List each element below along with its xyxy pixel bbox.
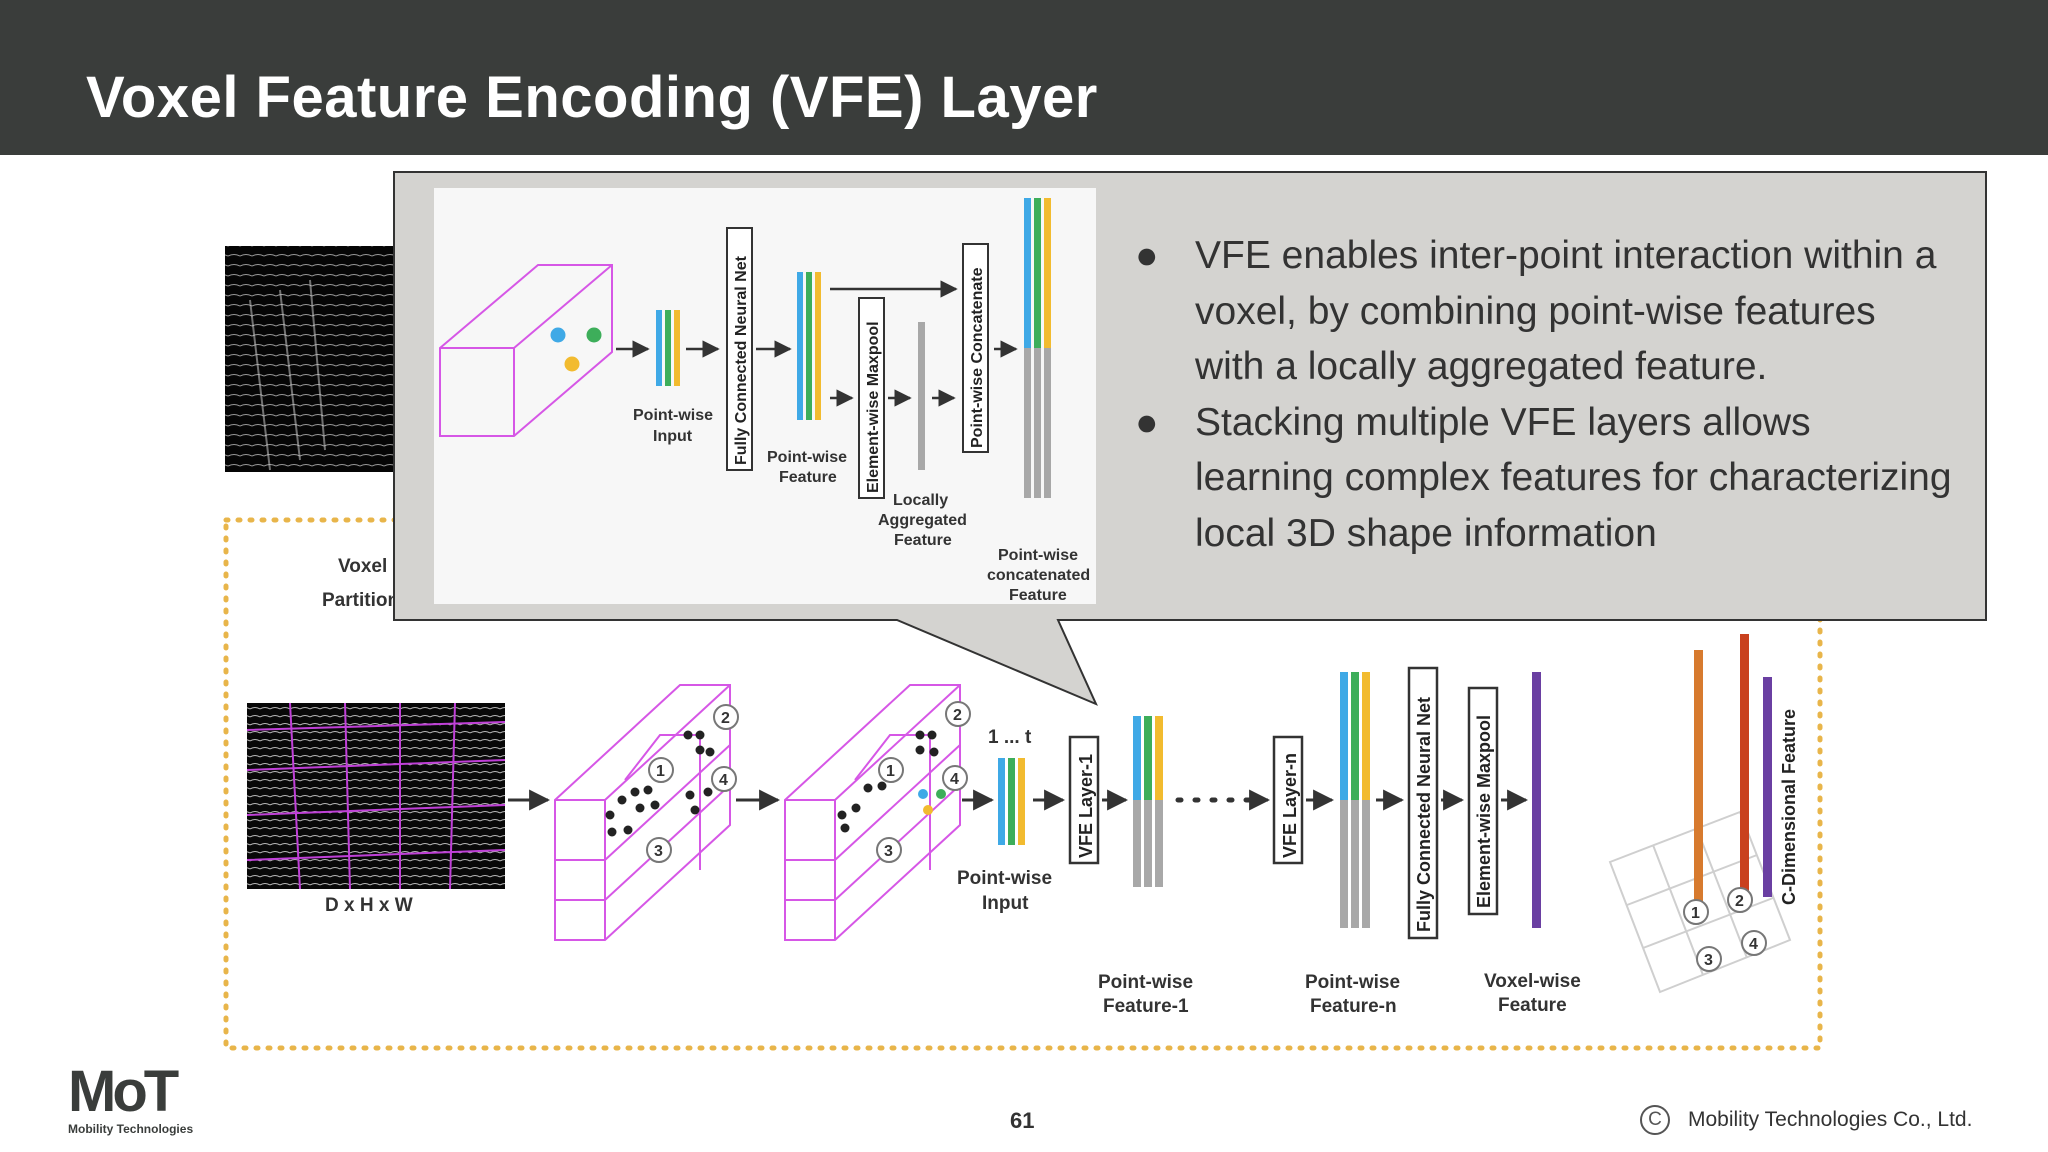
voxel-points-2 — [837, 730, 939, 833]
pointwise-feature-n-label-1: Point-wise — [1305, 972, 1400, 993]
bullet-item-1: ●VFE enables inter-point interaction wit… — [1135, 228, 1955, 395]
marker-2: 2 — [721, 710, 730, 727]
vfe-layer-n-box — [1272, 735, 1304, 865]
voxelwise-feature-label-1: Voxel-wise — [1484, 971, 1581, 992]
pointwise-input-label-1: Point-wise — [957, 868, 1052, 889]
marker-1: 1 — [656, 763, 665, 780]
voxelwise-feature-label-2: Feature — [1498, 995, 1567, 1016]
copyright: C Mobility Technologies Co., Ltd. — [1640, 1104, 1972, 1136]
pointwise-feature-1-label-1: Point-wise — [1098, 972, 1193, 993]
pointwise-feature-n-bars — [1340, 672, 1370, 928]
inset-pointwise-input-bars — [656, 310, 680, 386]
c-feature-bar-3 — [1763, 677, 1772, 897]
inset-fcn-box — [726, 227, 753, 471]
inset-concatenated-bars — [1024, 198, 1051, 498]
vfe-layer-1-box — [1068, 735, 1100, 865]
page-title: Voxel Feature Encoding (VFE) Layer — [86, 65, 1098, 130]
grid-dims-label: D x H x W — [325, 895, 413, 916]
callout-bullets: ●VFE enables inter-point interaction wit… — [1135, 228, 1955, 561]
header-bar — [0, 0, 2048, 155]
inset-locally-aggregated-bar — [918, 322, 925, 470]
maxpool-box — [1467, 686, 1499, 916]
slide-number: 61 — [1010, 1108, 1035, 1133]
range-label: 1 ... t — [988, 727, 1032, 748]
c-feature-bar-1 — [1694, 650, 1703, 910]
voxel-partition-label-2: Partition — [322, 590, 399, 611]
inset-pointwise-input-label-1: Point-wise — [633, 407, 713, 424]
voxel-box-2 — [784, 684, 961, 941]
maxpool-label: Element-wise Maxpool — [1474, 715, 1494, 908]
inset-maxpool-box — [858, 297, 885, 499]
copyright-text: Mobility Technologies Co., Ltd. — [1688, 1108, 1973, 1131]
pointwise-feature-n-label-2: Feature-n — [1310, 996, 1397, 1017]
bullet-item-2: ●Stacking multiple VFE layers allows lea… — [1135, 395, 1955, 562]
copyright-icon: C — [1640, 1105, 1670, 1135]
vfe-layer-1-label: VFE Layer-1 — [1076, 754, 1096, 858]
grid-marker-2: 2 — [1735, 893, 1744, 910]
marker-4: 4 — [719, 772, 728, 789]
bullet-dot-icon: ● — [1135, 400, 1159, 444]
bullet-dot-icon: ● — [1135, 234, 1159, 277]
fcn-box — [1407, 666, 1439, 940]
company-logo: MoT Mobility Technologies — [68, 1059, 208, 1137]
pointwise-input-bars — [998, 758, 1025, 845]
voxel-partition-label-1: Voxel — [338, 556, 387, 577]
inset-concatenate-box — [962, 243, 989, 453]
marker-4b: 4 — [950, 771, 959, 788]
pipeline-dotted-frame — [223, 517, 1823, 1051]
inset-concatenated-label-3: Feature — [1009, 587, 1067, 604]
voxel-grid-image — [246, 702, 506, 890]
inset-locally-aggregated-label-1: Locally — [893, 492, 948, 509]
inset-diagram-bg — [434, 188, 1096, 604]
inset-voxel-box — [439, 264, 613, 437]
inset-pointwise-input-label-2: Input — [653, 428, 693, 445]
c-feature-bar-2 — [1740, 634, 1749, 891]
grid-markers — [1683, 887, 1767, 972]
voxel-markers-2 — [876, 701, 971, 863]
vfe-layer-n-label: VFE Layer-n — [1280, 753, 1300, 858]
marker-2b: 2 — [953, 707, 962, 724]
voxel-box-1 — [554, 684, 731, 941]
fcn-label: Fully Connected Neural Net — [1414, 697, 1434, 932]
grid-marker-4: 4 — [1749, 936, 1758, 953]
grid-marker-3: 3 — [1704, 952, 1713, 969]
logo-subtitle: Mobility Technologies — [68, 1122, 194, 1136]
inset-pointwise-feature-bars — [797, 272, 821, 420]
inset-maxpool-label: Element-wise Maxpool — [865, 321, 882, 493]
inset-concatenated-label-1: Point-wise — [998, 547, 1078, 564]
inset-pointwise-feature-label-2: Feature — [779, 469, 837, 486]
marker-1b: 1 — [886, 763, 895, 780]
inset-locally-aggregated-label-3: Feature — [894, 532, 952, 549]
lidar-scan-image — [225, 246, 393, 472]
voxel-points-1 — [605, 730, 715, 837]
logo-mark: MoT — [68, 1059, 179, 1124]
pointwise-feature-1-label-2: Feature-1 — [1103, 996, 1189, 1017]
voxelwise-feature-bar — [1532, 672, 1541, 928]
inset-pointwise-feature-label-1: Point-wise — [767, 449, 847, 466]
inset-concatenated-label-2: concatenated — [987, 567, 1090, 584]
grid-marker-1: 1 — [1691, 905, 1700, 922]
marker-3: 3 — [654, 843, 663, 860]
pointwise-input-label-2: Input — [982, 893, 1029, 914]
pointwise-feature-1-bars — [1133, 716, 1163, 887]
inset-locally-aggregated-label-2: Aggregated — [878, 512, 967, 529]
inset-concatenate-label: Point-wise Concatenate — [969, 267, 986, 448]
inset-fcn-label: Fully Connected Neural Net — [733, 255, 750, 465]
voxel-markers-1 — [646, 704, 739, 863]
c-dimensional-feature-label: C-Dimensional Feature — [1779, 709, 1799, 905]
marker-3b: 3 — [884, 843, 893, 860]
